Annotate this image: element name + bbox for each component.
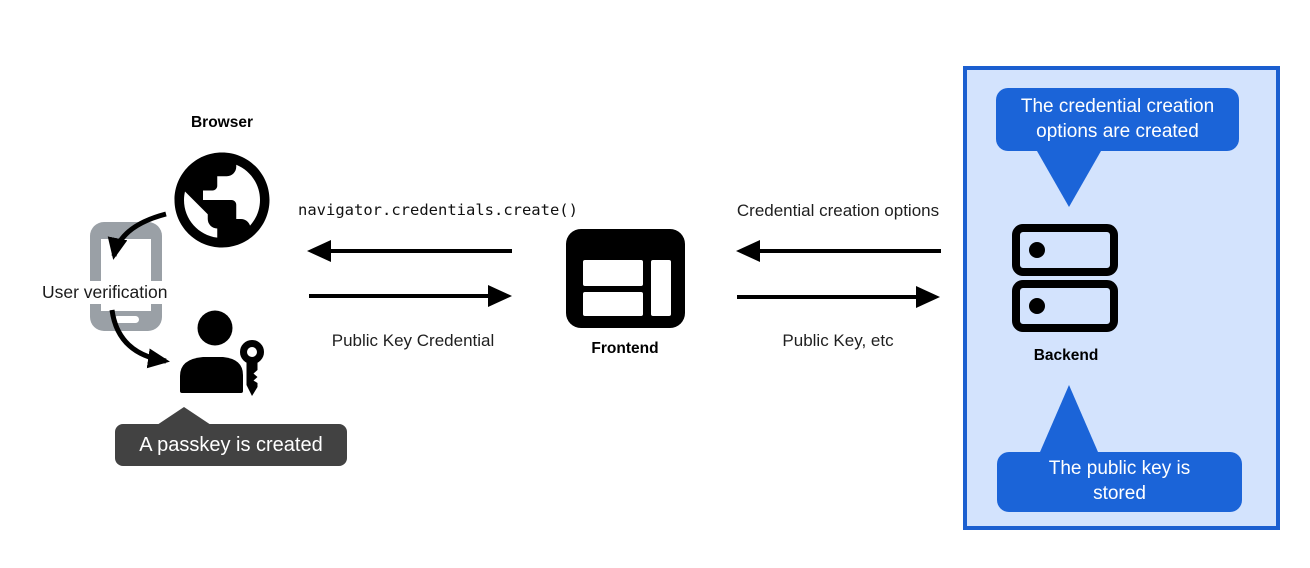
public-key-credential-label: Public Key Credential [331, 331, 495, 350]
create-call-label: navigator.credentials.create() [298, 201, 578, 219]
arrow-public-key-right [737, 286, 940, 308]
flow-arrows-left [107, 211, 170, 369]
tooltip-pointer-up [157, 407, 211, 425]
server-stack-icon [1012, 224, 1118, 332]
tooltip-passkey-created: A passkey is created [115, 407, 347, 466]
tooltip-text: The credential creation options are crea… [1020, 95, 1215, 142]
arrow-credential-options-left [736, 240, 941, 262]
user-verification-label: User verification [40, 281, 170, 304]
browser-window-icon [566, 229, 685, 328]
tooltip-options-created: The credential creation options are crea… [996, 88, 1239, 207]
tooltip-text: The public key is stored [1048, 458, 1191, 504]
browser-label: Browser [190, 114, 254, 131]
tooltip-pointer-up [1040, 385, 1098, 452]
tooltip-pointer-down [1037, 151, 1101, 207]
tooltip-text: A passkey is created [139, 433, 323, 456]
globe-icon [174, 152, 270, 248]
tooltip-public-key-stored: The public key is stored [997, 385, 1242, 512]
person-key-icon [180, 310, 264, 396]
public-key-etc-label: Public Key, etc [782, 331, 894, 350]
backend-label: Backend [1033, 347, 1099, 364]
arrow-create-call-left [307, 240, 512, 262]
frontend-label: Frontend [591, 340, 659, 357]
arrow-public-key-credential-right [309, 285, 512, 307]
arrow-phone-to-person [109, 309, 170, 369]
credential-creation-options-label: Credential creation options [736, 201, 940, 220]
arrow-globe-to-phone [107, 211, 167, 260]
